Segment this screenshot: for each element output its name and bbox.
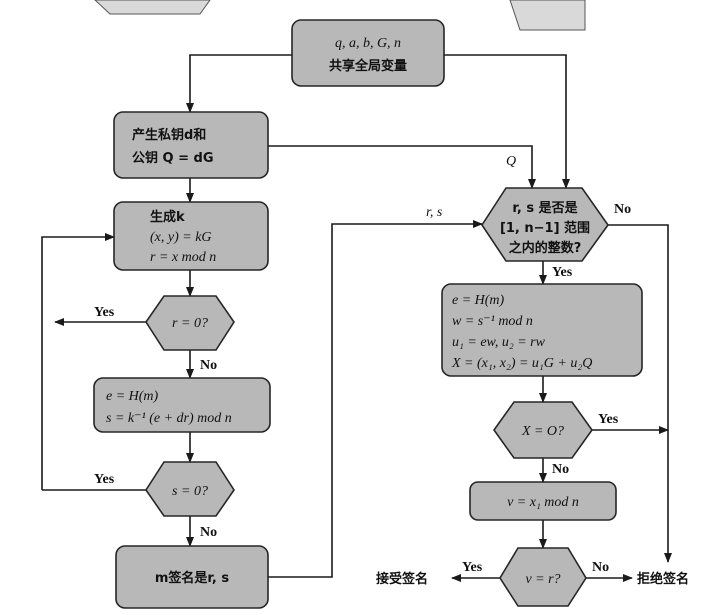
range-check-yes-label: Yes <box>552 265 573 280</box>
check-v-no-label: No <box>592 560 609 575</box>
verify-compute-line3: u₁ = ew, u₂ = rw <box>452 335 546 350</box>
keygen-line2: 公钥 Q = dG <box>132 150 214 166</box>
arrow-loop-to-genk <box>41 233 115 490</box>
compute-s-box: e = H(m) s = k⁻¹ (e + dr) mod n <box>93 377 271 433</box>
verify-compute-line1: e = H(m) <box>452 293 505 308</box>
signature-box: m签名是r, s <box>115 545 269 609</box>
compute-v-box: v = x₁ mod n <box>469 481 617 521</box>
arrow-range-check-no <box>608 224 672 563</box>
check-v-yes-label: Yes <box>462 560 483 575</box>
global-params-line2: 共享全局变量 <box>329 58 407 74</box>
signature-label: m签名是r, s <box>155 570 230 586</box>
compute-s-line1: e = H(m) <box>106 389 159 404</box>
public-key-q-label: Q <box>506 154 516 169</box>
accept-signature-label: 接受签名 <box>376 571 428 587</box>
check-s-zero-label: s = 0? <box>172 484 208 499</box>
range-check-node: r, s 是否是 [1, n−1] 范围 之内的整数? <box>481 187 609 262</box>
check-x-no-label: No <box>552 462 569 477</box>
global-params-box: q, a, b, G, n 共享全局变量 <box>291 19 445 87</box>
verify-compute-box: e = H(m) w = s⁻¹ mod n u₁ = ew, u₂ = rw … <box>441 283 643 377</box>
generate-k-line2: (x, y) = kG <box>150 230 212 245</box>
keygen-box: 产生私钥d和 公钥 Q = dG <box>113 111 269 179</box>
range-check-no-label: No <box>614 202 631 217</box>
arrow-signature-to-verify <box>268 220 483 578</box>
check-r-yes-label: Yes <box>94 305 115 320</box>
check-s-no-label: No <box>200 525 217 540</box>
arrow-global-to-keygen <box>186 54 292 113</box>
illustration-left <box>94 0 211 15</box>
signature-rs-label: r, s <box>426 205 443 220</box>
check-s-zero-node: s = 0? <box>145 461 235 517</box>
arrow-publickey-q <box>268 145 536 189</box>
arrow-global-to-range-check <box>444 54 570 189</box>
check-x-label: X = O? <box>521 424 564 439</box>
compute-s-line2: s = k⁻¹ (e + dr) mod n <box>106 411 232 426</box>
check-v-label: v = r? <box>525 572 560 587</box>
generate-k-line3: r = x mod n <box>150 250 216 265</box>
range-check-line2: [1, n−1] 范围 <box>500 220 590 236</box>
check-s-yes-label: Yes <box>94 472 115 487</box>
generate-k-line1: 生成k <box>150 209 185 225</box>
check-v-node: v = r? <box>499 547 587 607</box>
check-r-zero-node: r = 0? <box>145 295 235 351</box>
illustration-right <box>509 0 586 31</box>
generate-k-box: 生成k (x, y) = kG r = x mod n <box>113 201 269 271</box>
global-params-line1: q, a, b, G, n <box>335 36 401 51</box>
range-check-line1: r, s 是否是 <box>512 201 578 216</box>
check-x-node: X = O? <box>493 401 593 459</box>
check-r-no-label: No <box>200 358 217 373</box>
keygen-line1: 产生私钥d和 <box>132 127 206 143</box>
range-check-line3: 之内的整数? <box>509 240 582 256</box>
compute-v-label: v = x₁ mod n <box>507 495 579 510</box>
reject-signature-label: 拒绝签名 <box>637 571 689 587</box>
verify-compute-line4: X = (x₁, x₂) = u₁G + u₂Q <box>451 356 592 371</box>
verify-compute-line2: w = s⁻¹ mod n <box>452 314 533 329</box>
check-r-zero-label: r = 0? <box>172 316 208 331</box>
check-x-yes-label: Yes <box>598 412 619 427</box>
